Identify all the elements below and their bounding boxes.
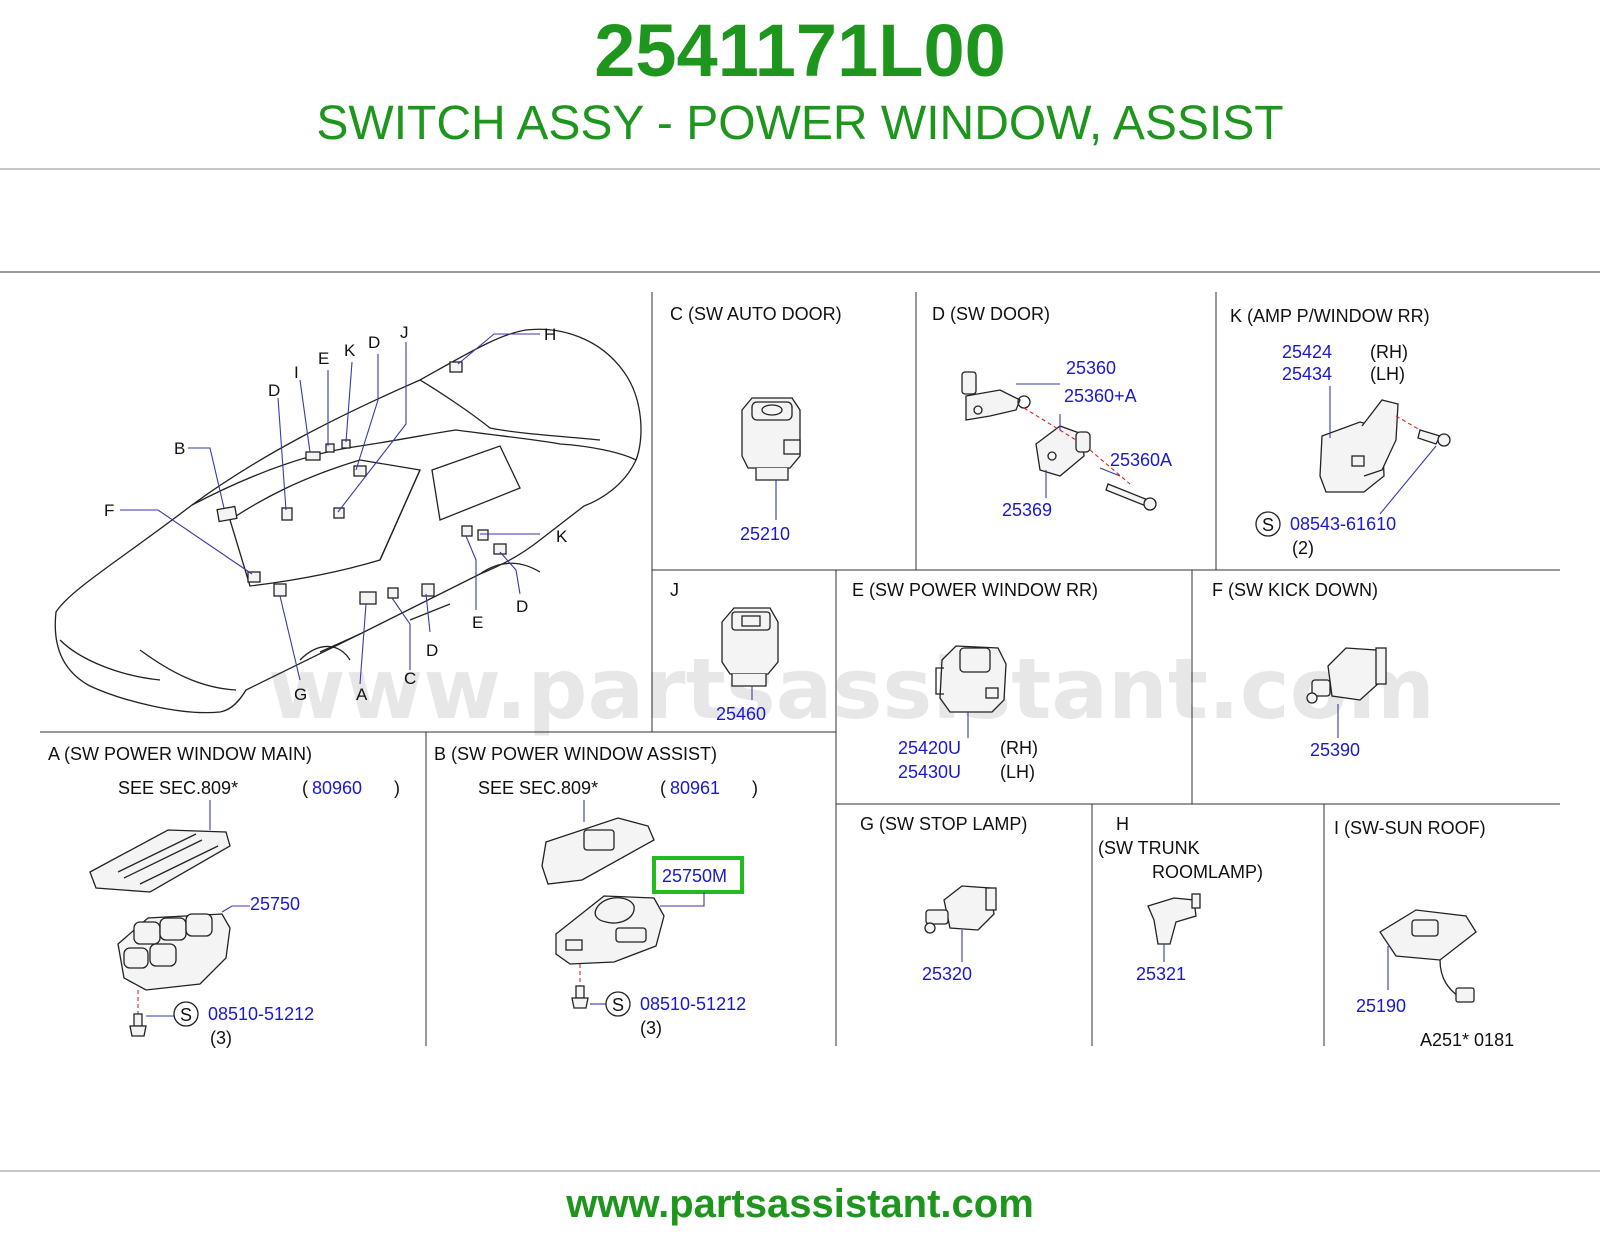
page-header: 2541171L00 SWITCH ASSY - POWER WINDOW, A… (0, 0, 1600, 170)
svg-text:(: ( (660, 778, 666, 798)
svg-text:(3): (3) (640, 1018, 662, 1038)
svg-text:): ) (394, 778, 400, 798)
parts-diagram: www.partsassistant.com (0, 271, 1600, 1050)
header-divider (0, 168, 1600, 170)
svg-text:(: ( (302, 778, 308, 798)
car-locator-labels: H J E K D I D B F K D E D G A C D (104, 323, 568, 704)
svg-text:D: D (268, 381, 280, 400)
panel-j-title: J (670, 580, 679, 600)
part-25210: 25210 (740, 524, 790, 544)
panel-c-auto-door-switch: C (SW AUTO DOOR) 25210 (670, 304, 842, 544)
svg-text:SEE SEC.809*: SEE SEC.809* (118, 778, 238, 798)
s-symbol-b: S (612, 995, 624, 1015)
part-25750: 25750 (250, 894, 300, 914)
panel-a-power-window-main: A (SW POWER WINDOW MAIN) SEE SEC.809* ( … (48, 744, 400, 1048)
part-25190: 25190 (1356, 996, 1406, 1016)
panel-i-sunroof-switch: I (SW-SUN ROOF) 25190 A251* 0181 (1334, 818, 1514, 1050)
svg-text:A: A (356, 685, 368, 704)
part-08543-61610: 08543-61610 (1290, 514, 1396, 534)
svg-text:K: K (556, 527, 568, 546)
svg-text:(RH): (RH) (1000, 738, 1038, 758)
watermark-text: www.partsassistant.com (268, 640, 1435, 738)
panel-f-kick-down-switch: F (SW KICK DOWN) 25390 (1212, 580, 1387, 760)
panel-f-title: F (SW KICK DOWN) (1212, 580, 1378, 600)
part-25320: 25320 (922, 964, 972, 984)
panel-i-title: I (SW-SUN ROOF) (1334, 818, 1486, 838)
part-25369: 25369 (1002, 500, 1052, 520)
part-25430u: 25430U (898, 762, 961, 782)
part-25390: 25390 (1310, 740, 1360, 760)
s-symbol-k: S (1262, 515, 1274, 535)
panel-k-amp-power-window-rr: K (AMP P/WINDOW RR) 25424 (RH) 25434 (LH… (1230, 306, 1451, 558)
svg-text:D: D (516, 597, 528, 616)
panel-a-title: A (SW POWER WINDOW MAIN) (48, 744, 312, 764)
part-25460: 25460 (716, 704, 766, 724)
panel-k-title: K (AMP P/WINDOW RR) (1230, 306, 1430, 326)
svg-text:B: B (174, 439, 185, 458)
panel-j-switch: J 25460 (670, 580, 779, 724)
panel-e-title: E (SW POWER WINDOW RR) (852, 580, 1098, 600)
svg-text:G: G (294, 685, 307, 704)
footer-divider (0, 1170, 1600, 1172)
svg-text:(RH): (RH) (1370, 342, 1408, 362)
panel-h-title-line-2: (SW TRUNK (1098, 838, 1200, 858)
svg-text:C: C (404, 669, 416, 688)
panel-grid (0, 271, 1600, 1046)
part-25360-plus-a: 25360+A (1064, 386, 1137, 406)
part-25420u: 25420U (898, 738, 961, 758)
part-25750m: 25750M (662, 866, 727, 886)
svg-text:(LH): (LH) (1370, 364, 1405, 384)
svg-text:D: D (368, 333, 380, 352)
panel-e-power-window-rr-switch: E (SW POWER WINDOW RR) 25420U (RH) 25430… (852, 580, 1098, 782)
svg-text:H: H (544, 325, 556, 344)
part-25424: 25424 (1282, 342, 1332, 362)
highlight-box-25750m (652, 856, 744, 894)
part-25434: 25434 (1282, 364, 1332, 384)
part-25321: 25321 (1136, 964, 1186, 984)
svg-text:J: J (400, 323, 409, 342)
panel-c-title: C (SW AUTO DOOR) (670, 304, 842, 324)
part-25360: 25360 (1066, 358, 1116, 378)
panel-g-stop-lamp-switch: G (SW STOP LAMP) 25320 (860, 814, 1027, 984)
panel-g-title: G (SW STOP LAMP) (860, 814, 1027, 834)
part-description: SWITCH ASSY - POWER WINDOW, ASSIST (316, 97, 1284, 150)
svg-text:(3): (3) (210, 1028, 232, 1048)
svg-text:K: K (344, 341, 356, 360)
svg-text:E: E (472, 613, 483, 632)
s-symbol-a: S (180, 1005, 192, 1025)
part-number-title: 2541171L00 (594, 9, 1006, 92)
svg-text:(LH): (LH) (1000, 762, 1035, 782)
panel-h-title-line-3: ROOMLAMP) (1152, 862, 1263, 882)
diagram-code: A251* 0181 (1420, 1030, 1514, 1050)
see-ref-80961: 80961 (670, 778, 720, 798)
panel-d-title: D (SW DOOR) (932, 304, 1050, 324)
see-ref-80960: 80960 (312, 778, 362, 798)
svg-text:D: D (426, 641, 438, 660)
footer-url: www.partsassistant.com (566, 1182, 1034, 1226)
part-25360a: 25360A (1110, 450, 1172, 470)
part-08510-51212-a: 08510-51212 (208, 1004, 314, 1024)
svg-text:): ) (752, 778, 758, 798)
svg-text:I: I (294, 363, 299, 382)
svg-text:SEE SEC.809*: SEE SEC.809* (478, 778, 598, 798)
panel-h-title-letter: H (1116, 814, 1129, 834)
svg-text:E: E (318, 349, 329, 368)
panel-b-power-window-assist: B (SW POWER WINDOW ASSIST) SEE SEC.809* … (434, 744, 758, 1038)
panel-h-trunk-roomlamp-switch: H (SW TRUNK ROOMLAMP) 25321 (1098, 814, 1263, 984)
svg-text:(2): (2) (1292, 538, 1314, 558)
svg-text:F: F (104, 501, 114, 520)
panel-d-door-switch: D (SW DOOR) 25360 25360+A 25360A 25369 (932, 304, 1172, 520)
part-08510-51212-b: 08510-51212 (640, 994, 746, 1014)
panel-b-title: B (SW POWER WINDOW ASSIST) (434, 744, 717, 764)
